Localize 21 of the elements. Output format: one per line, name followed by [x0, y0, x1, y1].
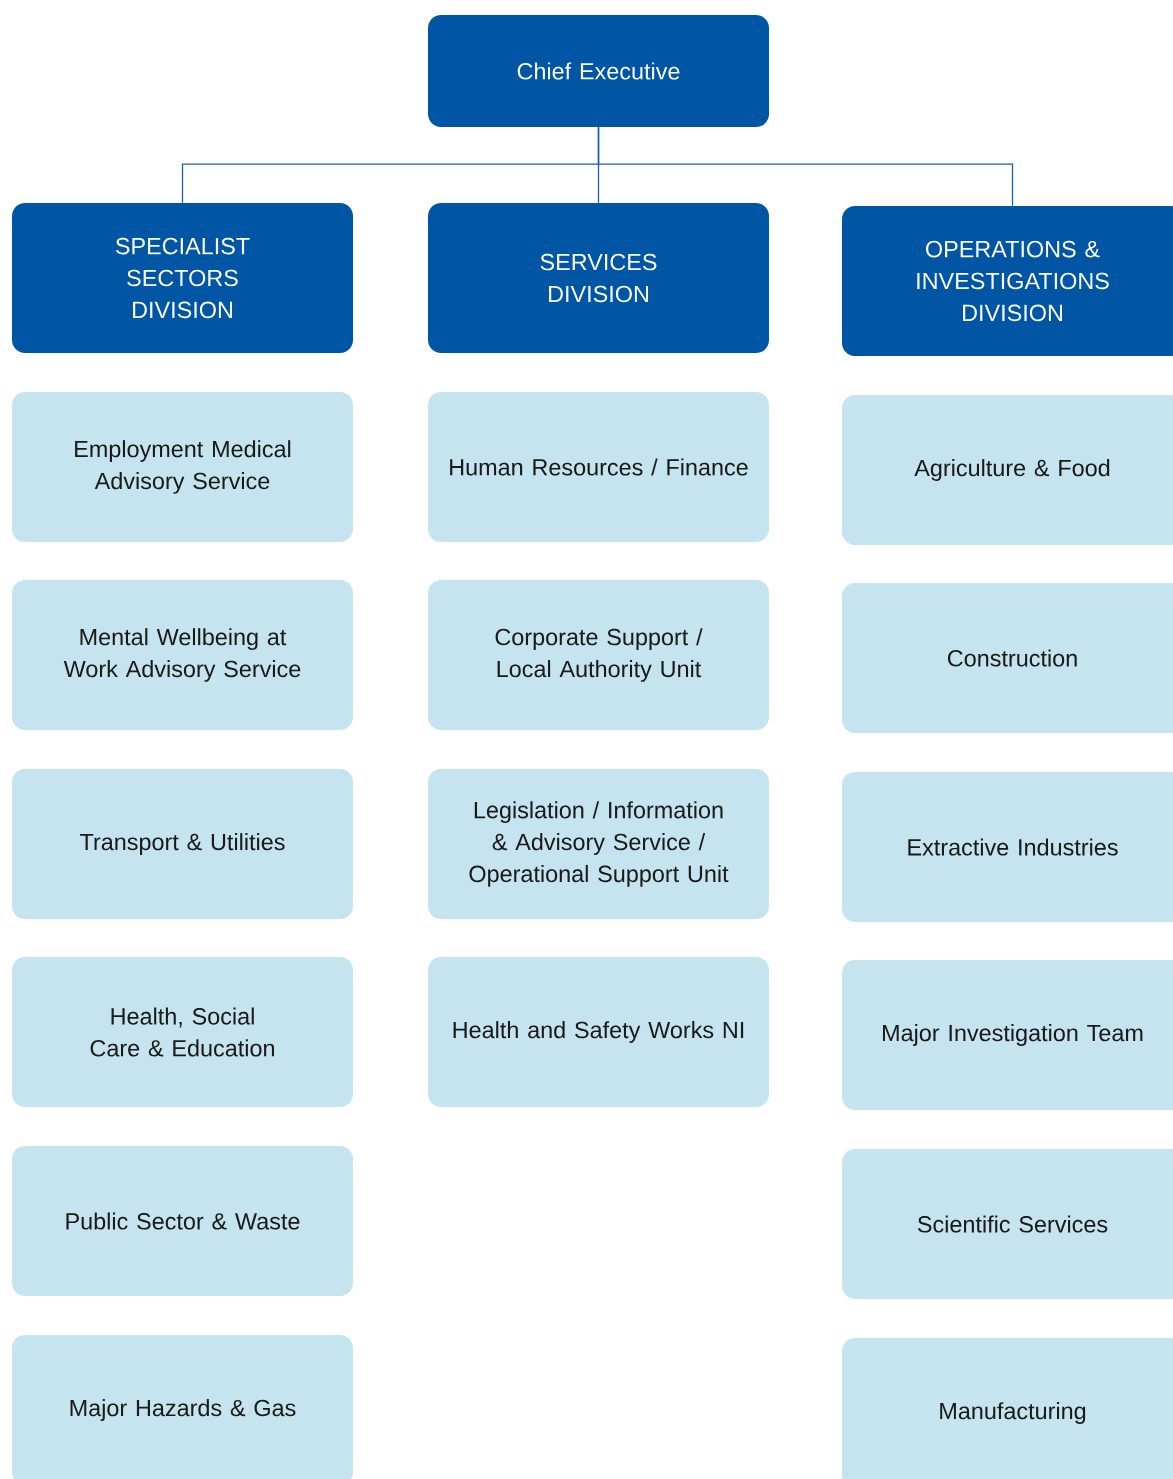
unit-box: Mental Wellbeing at Work Advisory Service [12, 580, 353, 730]
unit-box: Corporate Support / Local Authority Unit [428, 580, 769, 730]
unit-box: Human Resources / Finance [428, 392, 769, 542]
unit-box: Manufacturing [842, 1338, 1173, 1479]
unit-box: Construction [842, 583, 1173, 733]
unit-box: Health, Social Care & Education [12, 957, 353, 1107]
unit-box: Extractive Industries [842, 772, 1173, 922]
division-box: OPERATIONS & INVESTIGATIONS DIVISION [842, 206, 1173, 356]
unit-box: Major Investigation Team [842, 960, 1173, 1110]
unit-box: Health and Safety Works NI [428, 957, 769, 1107]
unit-box: Public Sector & Waste [12, 1146, 353, 1296]
division-box: SERVICES DIVISION [428, 203, 769, 353]
unit-box: Employment Medical Advisory Service [12, 392, 353, 542]
unit-box: Scientific Services [842, 1149, 1173, 1299]
unit-box: Agriculture & Food [842, 395, 1173, 545]
connector-line [597, 126, 1014, 207]
unit-box: Legislation / Information & Advisory Service / Operational Support Unit [428, 769, 769, 919]
division-box: SPECIALIST SECTORS DIVISION [12, 203, 353, 353]
unit-box: Transport & Utilities [12, 769, 353, 919]
unit-box: Major Hazards & Gas [12, 1335, 353, 1479]
executive-box: Chief Executive [428, 15, 769, 127]
